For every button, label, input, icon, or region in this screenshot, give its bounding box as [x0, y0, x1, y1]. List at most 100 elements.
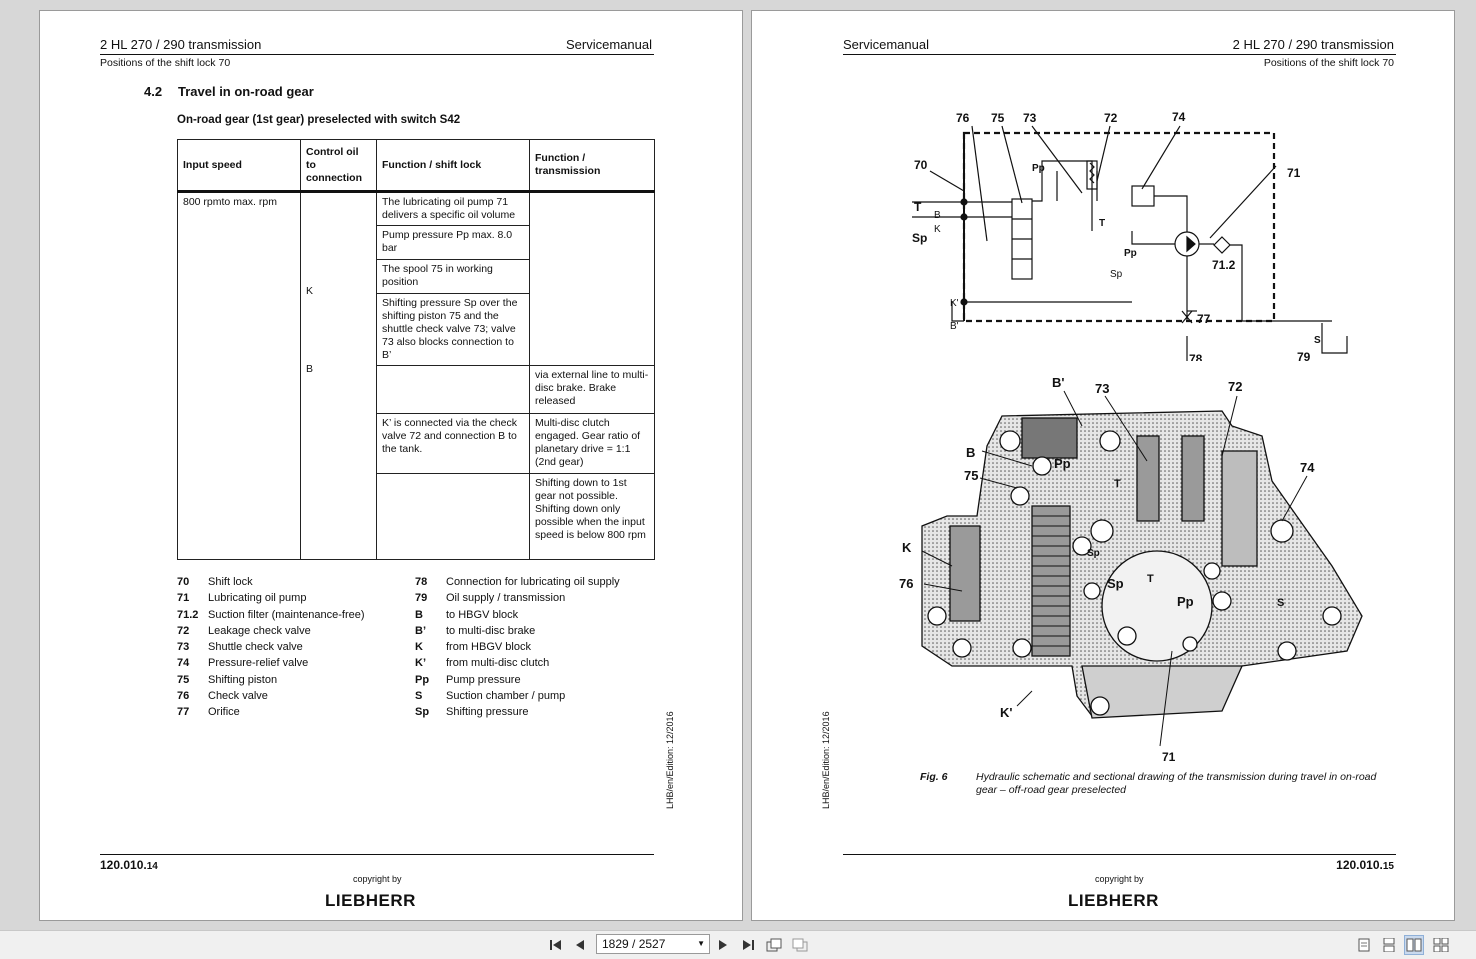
continuous-icon[interactable] [1379, 935, 1399, 955]
two-page-continuous-icon[interactable] [1431, 935, 1451, 955]
legend-item: B’to multi-disc brake [415, 624, 536, 637]
navigation-toolbar: 1829 / 2527▼ [0, 930, 1476, 959]
connection-k: K [306, 285, 314, 297]
figure-label: Fig. 6 [920, 771, 948, 783]
table-cell: via external line to multi-disc brake. B… [529, 365, 655, 414]
hydraulic-schematic: 76 75 73 72 74 70 71 71.2 77 78 79 T Sp … [912, 110, 1348, 361]
page-number: 120.010.15 [1336, 858, 1394, 872]
schematic-label: T [914, 200, 922, 214]
schematic-label: 73 [1023, 111, 1037, 125]
section-label: 76 [899, 576, 913, 591]
copyright-text: copyright by [353, 874, 402, 884]
subheader: Positions of the shift lock 70 [100, 57, 231, 69]
single-page-icon[interactable] [1354, 935, 1374, 955]
first-page-icon[interactable] [546, 935, 566, 955]
section-number: 4.2 [144, 84, 163, 99]
section-label: Sp [1107, 576, 1124, 591]
schematic-label: B' [950, 321, 959, 332]
section-label: 71 [1162, 750, 1176, 761]
subheader: Positions of the shift lock 70 [1263, 57, 1394, 69]
header-left: Servicemanual [843, 37, 929, 52]
table-cell-connection: K B [300, 191, 377, 560]
schematic-label: 79 [1297, 350, 1311, 361]
header-left: 2 HL 270 / 290 transmission [100, 37, 262, 52]
page-number: 120.010.14 [100, 858, 158, 872]
copyright-text: copyright by [1095, 874, 1144, 884]
table-cell: Shifting pressure Sp over the shifting p… [376, 293, 530, 366]
section-label: 72 [1228, 379, 1242, 394]
schematic-label: K' [950, 298, 959, 309]
schematic-label: 71.2 [1212, 258, 1236, 272]
schematic-label: K [934, 224, 941, 235]
page-number-select[interactable]: 1829 / 2527▼ [596, 934, 710, 954]
section-label: T [1147, 573, 1154, 585]
legend-item: K’from multi-disc clutch [415, 657, 550, 670]
left-page: 2 HL 270 / 290 transmission Servicemanua… [39, 10, 743, 921]
schematic-label: Pp [1124, 248, 1137, 259]
figure-caption: Hydraulic schematic and sectional drawin… [976, 771, 1377, 796]
connection-b: B [306, 363, 314, 375]
schematic-label: 71 [1287, 166, 1301, 180]
table-cell [376, 473, 530, 560]
prev-page-icon[interactable] [570, 935, 590, 955]
table-cell: K’ is connected via the check valve 72 a… [376, 413, 530, 474]
schematic-label: Sp [1110, 269, 1123, 280]
right-page: Servicemanual 2 HL 270 / 290 transmissio… [751, 10, 1455, 921]
table-header: Function / shift lock [376, 139, 530, 193]
section-label: B [966, 445, 975, 460]
liebherr-logo: LIEBHERR [325, 891, 416, 910]
edition-note: LHB/en/Edition: 12/2016 [821, 711, 831, 809]
section-label: Pp [1177, 594, 1194, 609]
schematic-label: Pp [1032, 163, 1045, 174]
section-label: S [1277, 597, 1284, 609]
schematic-label: 72 [1104, 111, 1118, 125]
header-right: 2 HL 270 / 290 transmission [1232, 37, 1394, 52]
schematic-label: T [1099, 218, 1105, 229]
table-cell [376, 365, 530, 414]
go-forward-icon[interactable] [790, 935, 810, 955]
sectional-drawing: B' 73 72 B 75 74 K 76 Pp Pp Sp Sp T T S … [899, 375, 1363, 761]
section-label: Sp [1087, 548, 1100, 559]
next-page-icon[interactable] [713, 935, 733, 955]
section-label: K' [1000, 705, 1012, 720]
section-label: B' [1052, 375, 1064, 390]
section-label: Pp [1054, 456, 1071, 471]
table-header: Input speed [177, 139, 301, 193]
schematic-label: 70 [914, 158, 928, 172]
schematic-label: 74 [1172, 110, 1186, 124]
go-back-icon[interactable] [764, 935, 784, 955]
schematic-label: 77 [1197, 312, 1211, 326]
two-page-icon[interactable] [1404, 935, 1424, 955]
table-cell-input-speed: 800 rpmto max. rpm [177, 191, 301, 560]
document-viewer[interactable]: 2 HL 270 / 290 transmission Servicemanua… [0, 0, 1476, 930]
table-header: Function / transmission [529, 139, 655, 193]
schematic-label: Sp [912, 231, 927, 245]
liebherr-logo: LIEBHERR [1068, 891, 1159, 910]
schematic-label: 75 [991, 111, 1005, 125]
section-label: T [1114, 478, 1121, 490]
table-cell: Shifting down to 1st gear not possible. … [529, 473, 655, 560]
section-title: Travel in on-road gear [178, 84, 314, 99]
schematic-label: S [1314, 335, 1321, 346]
schematic-label: 76 [956, 111, 970, 125]
schematic-label: 78 [1189, 352, 1203, 361]
section-label: 75 [964, 468, 978, 483]
section-label: 73 [1095, 381, 1109, 396]
table-cell: Multi-disc clutch engaged. Gear ratio of… [529, 413, 655, 474]
last-page-icon[interactable] [738, 935, 758, 955]
table-cell: Pump pressure Pp max. 8.0 bar [376, 225, 530, 260]
